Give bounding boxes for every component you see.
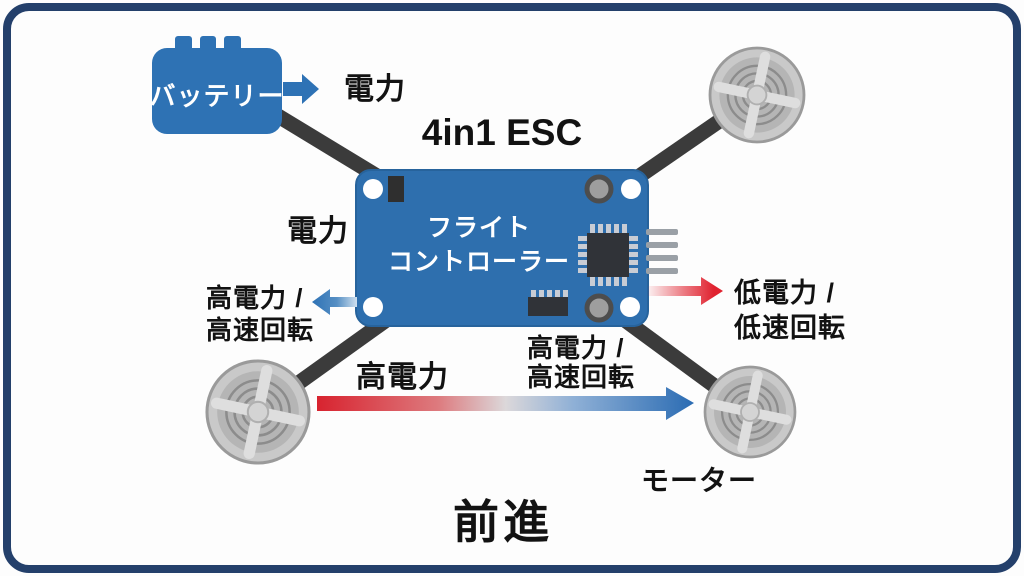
rear-flow-detail-line1: 高電力 /	[527, 333, 625, 363]
standoff	[584, 293, 614, 323]
rear-flow-detail-label: 高電力 / 高速回転	[527, 334, 635, 392]
left-motor-output-line2: 高速回転	[206, 315, 315, 345]
power-gradient-arrow-icon	[317, 387, 694, 420]
motor-front-right-icon	[703, 41, 811, 149]
rear-flow-label: 高電力	[356, 361, 449, 394]
flight-controller-label-line1: フライト	[426, 214, 532, 242]
mcu-chip-icon	[578, 224, 638, 286]
left-motor-output-line1: 高電力 /	[206, 283, 304, 313]
diagram-title: 4in1 ESC	[421, 112, 583, 153]
mount-hole	[363, 179, 383, 199]
right-motor-output-label: 低電力 / 低速回転	[734, 276, 846, 346]
rear-flow-detail-line2: 高速回転	[527, 362, 636, 392]
low-power-arrow-right-icon	[648, 277, 723, 305]
power-arrow-right-icon	[283, 74, 319, 104]
small-ic-chip-icon	[528, 290, 568, 316]
motor-rear-right-icon	[698, 360, 802, 464]
battery-icon	[152, 36, 282, 134]
battery-output-label: 電力	[344, 73, 406, 106]
right-motor-output-line2: 低速回転	[734, 313, 846, 343]
flight-controller-label-line2: コントローラー	[387, 248, 571, 276]
battery-body	[152, 48, 282, 134]
flight-controller-label: フライト コントローラー	[388, 211, 570, 279]
mount-hole	[363, 297, 383, 317]
left-motor-output-label: 高電力 / 高速回転	[206, 282, 314, 346]
mount-hole	[620, 297, 640, 317]
board-input-power-label: 電力	[287, 215, 349, 248]
connector-pins-icon	[646, 229, 678, 274]
high-power-arrow-left-icon	[312, 289, 357, 315]
battery-label: バッテリー	[149, 81, 285, 111]
capacitor-chip	[388, 176, 404, 202]
mount-hole	[621, 179, 641, 199]
right-motor-output-line1: 低電力 /	[734, 278, 836, 308]
motor-label: モーター	[641, 465, 758, 496]
flight-controller-board-icon	[355, 169, 678, 327]
standoff	[584, 174, 614, 204]
motor-rear-left-icon	[199, 353, 317, 471]
diagram-caption: 前進	[453, 496, 553, 548]
